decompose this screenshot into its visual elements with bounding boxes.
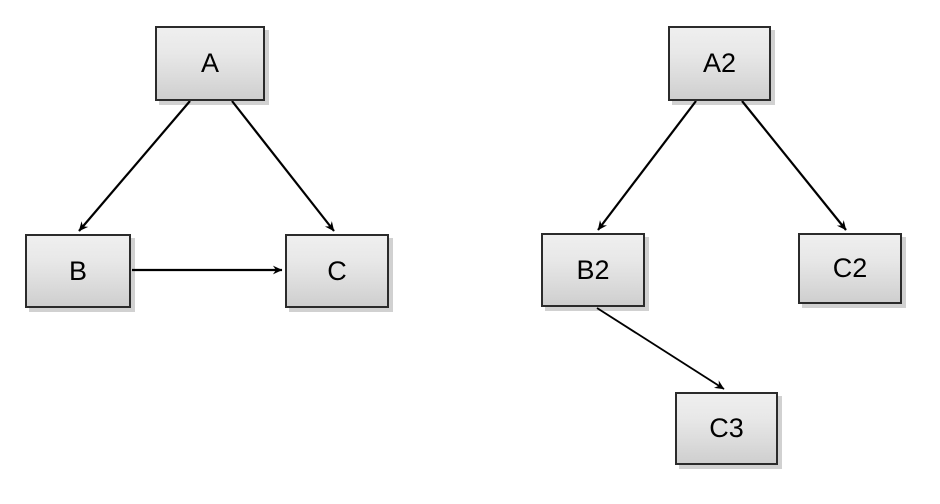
- edge-a-to-b: [78, 100, 191, 232]
- edge-a2-to-c2: [741, 100, 847, 231]
- node-c[interactable]: C: [285, 234, 389, 308]
- node-c-label: C: [327, 255, 347, 286]
- edge-a-to-c: [231, 100, 335, 232]
- node-a2[interactable]: A2: [668, 26, 771, 101]
- node-b2-label: B2: [576, 254, 610, 285]
- edge-a2-to-b2: [597, 100, 697, 231]
- node-b-label: B: [68, 255, 87, 286]
- node-c2-label: C2: [832, 253, 868, 283]
- node-a[interactable]: A: [155, 26, 265, 101]
- node-b2[interactable]: B2: [541, 233, 645, 307]
- node-b[interactable]: B: [25, 234, 131, 308]
- node-a-label: A: [200, 48, 219, 78]
- node-c2[interactable]: C2: [798, 233, 902, 304]
- node-c3-label: C3: [709, 413, 744, 443]
- edge-b2-to-c3: [596, 307, 725, 390]
- node-c3[interactable]: C3: [675, 392, 778, 465]
- node-a2-label: A2: [702, 48, 737, 78]
